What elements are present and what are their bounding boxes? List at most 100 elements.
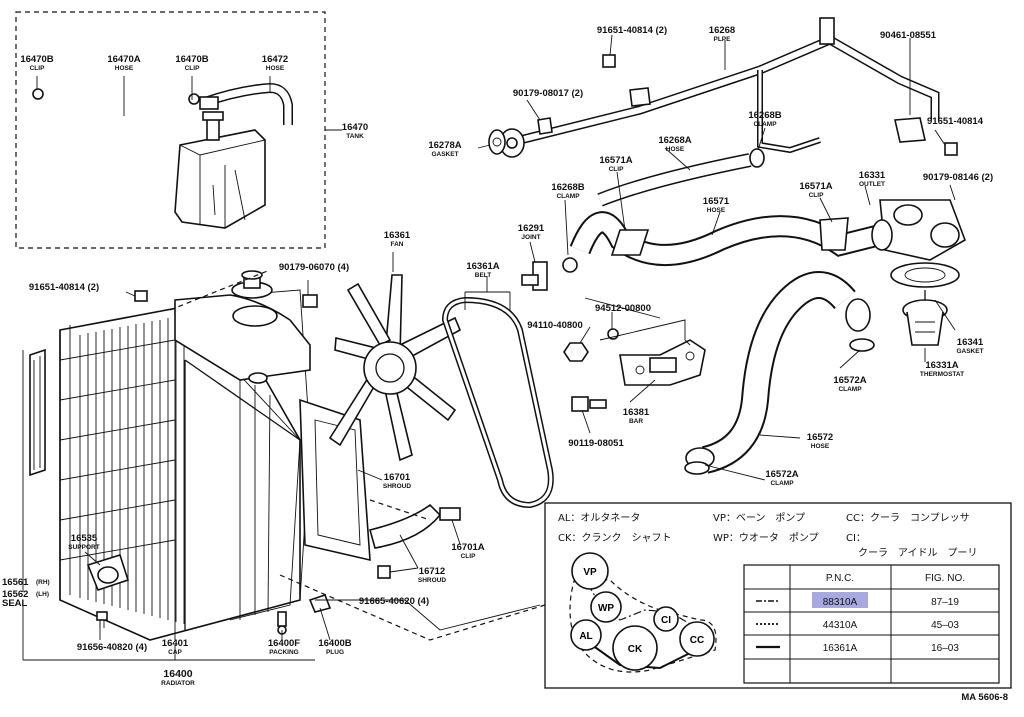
part-description: HOSE xyxy=(666,146,685,153)
part-description: CLAMP xyxy=(556,193,580,200)
radiator-upper-tank xyxy=(174,294,311,381)
thermostat xyxy=(902,290,948,346)
table-row-fig: 45–03 xyxy=(931,620,959,631)
part-number: 16278A xyxy=(428,140,461,151)
overflow-tank xyxy=(174,111,266,229)
part-number: 90179-08017 (2) xyxy=(513,88,583,99)
part-label: SEAL xyxy=(2,598,28,609)
hose-16572 xyxy=(685,271,871,474)
part-label: 90179-06070 (4) xyxy=(279,262,349,273)
table-row-pnc[interactable]: 16361A xyxy=(823,643,858,654)
clip-16701A xyxy=(439,507,461,521)
part-number: 16470A xyxy=(107,54,140,65)
part-label: 90179-08146 (2) xyxy=(923,172,993,183)
table-row-pnc[interactable]: 88310A xyxy=(823,597,858,608)
part-label: 94512-00800 xyxy=(595,303,651,314)
part-number: 16400 xyxy=(163,668,192,680)
part-number: 90179-06070 (4) xyxy=(279,262,349,273)
part-description: CLIP xyxy=(185,65,200,72)
part-description: CLAMP xyxy=(753,121,777,128)
part-number: 16361A xyxy=(466,261,499,272)
part-description: SUPPORT xyxy=(68,544,99,551)
part-number: 16341 xyxy=(957,337,984,348)
part-description: HOSE xyxy=(266,65,285,72)
part-description: GASKET xyxy=(431,151,458,158)
part-labels: 16470BCLIP16470AHOSE16470BCLIP16472HOSE1… xyxy=(2,25,993,687)
table-row-fig: 16–03 xyxy=(931,643,959,654)
part-description: CLIP xyxy=(461,553,476,560)
part-description: PLPE xyxy=(714,36,732,43)
pulley-wp xyxy=(590,591,622,623)
legend-ci: CI： xyxy=(846,533,866,544)
radiator-cap xyxy=(231,270,273,384)
part-description: SHROUD xyxy=(383,483,411,490)
tank-hose-assembly xyxy=(32,82,293,125)
part-number: 16470 xyxy=(342,122,368,133)
part-description: FAN xyxy=(391,241,404,248)
part-number: 16571A xyxy=(799,181,832,192)
water-pipe xyxy=(499,17,940,158)
cooling-fan xyxy=(328,274,462,462)
part-label: 90179-08017 (2) xyxy=(513,88,583,99)
legend-ci-desc: クーラ アイドル プーリ xyxy=(858,547,978,559)
pulley-al xyxy=(570,619,602,651)
part-label: 91651-40814 (2) xyxy=(597,25,667,36)
tank-subassembly-box xyxy=(15,11,326,249)
pulley-vp-label: VP xyxy=(583,567,597,578)
nut-94110 xyxy=(563,342,589,362)
part-number: 91651-40814 (2) xyxy=(597,25,667,36)
bolt-91665 xyxy=(377,565,391,579)
part-number: 16472 xyxy=(262,54,288,65)
part-number: 90461-08551 xyxy=(880,30,937,41)
part-description: HOSE xyxy=(115,65,134,72)
dashed-assembly-lines xyxy=(169,269,546,641)
table-row-pnc[interactable]: 44310A xyxy=(823,620,858,631)
part-number: 16268 xyxy=(709,25,735,36)
part-description: TANK xyxy=(346,133,364,140)
hose-16571 xyxy=(569,211,883,266)
highlight-88310A[interactable] xyxy=(812,592,868,608)
pulley-cc xyxy=(679,621,715,657)
pulley-vp xyxy=(571,552,609,590)
bolts-90179-06070 xyxy=(302,294,318,308)
part-description: THERMOSTAT xyxy=(920,371,964,378)
part-number: 91651-40814 xyxy=(927,116,984,127)
part-description: HOSE xyxy=(811,443,830,450)
part-label: 91651-40814 (2) xyxy=(29,282,99,293)
part-description: GASKET xyxy=(956,348,983,355)
water-joint-16291 xyxy=(521,257,578,291)
part-number: 16268B xyxy=(748,110,781,121)
part-number: 90179-08146 (2) xyxy=(923,172,993,183)
part-number: 16572A xyxy=(833,375,866,386)
part-number: 91651-40814 (2) xyxy=(29,282,99,293)
table-header-fig: FIG. NO. xyxy=(925,573,965,584)
part-description: HOSE xyxy=(707,207,726,214)
part-number: 16401 xyxy=(162,638,189,649)
part-description: PLUG xyxy=(326,649,344,656)
part-label: 16562(LH) xyxy=(2,589,49,600)
part-number: 16572 xyxy=(807,432,833,443)
gasket-16341 xyxy=(890,262,960,288)
part-description: BAR xyxy=(629,418,643,425)
part-number: 94110-40800 xyxy=(527,320,582,331)
part-number: 91665-40620 (4) xyxy=(359,596,429,607)
part-description: SEAL xyxy=(2,598,28,609)
legend-ck: CK：クランク シャフト xyxy=(558,532,672,544)
